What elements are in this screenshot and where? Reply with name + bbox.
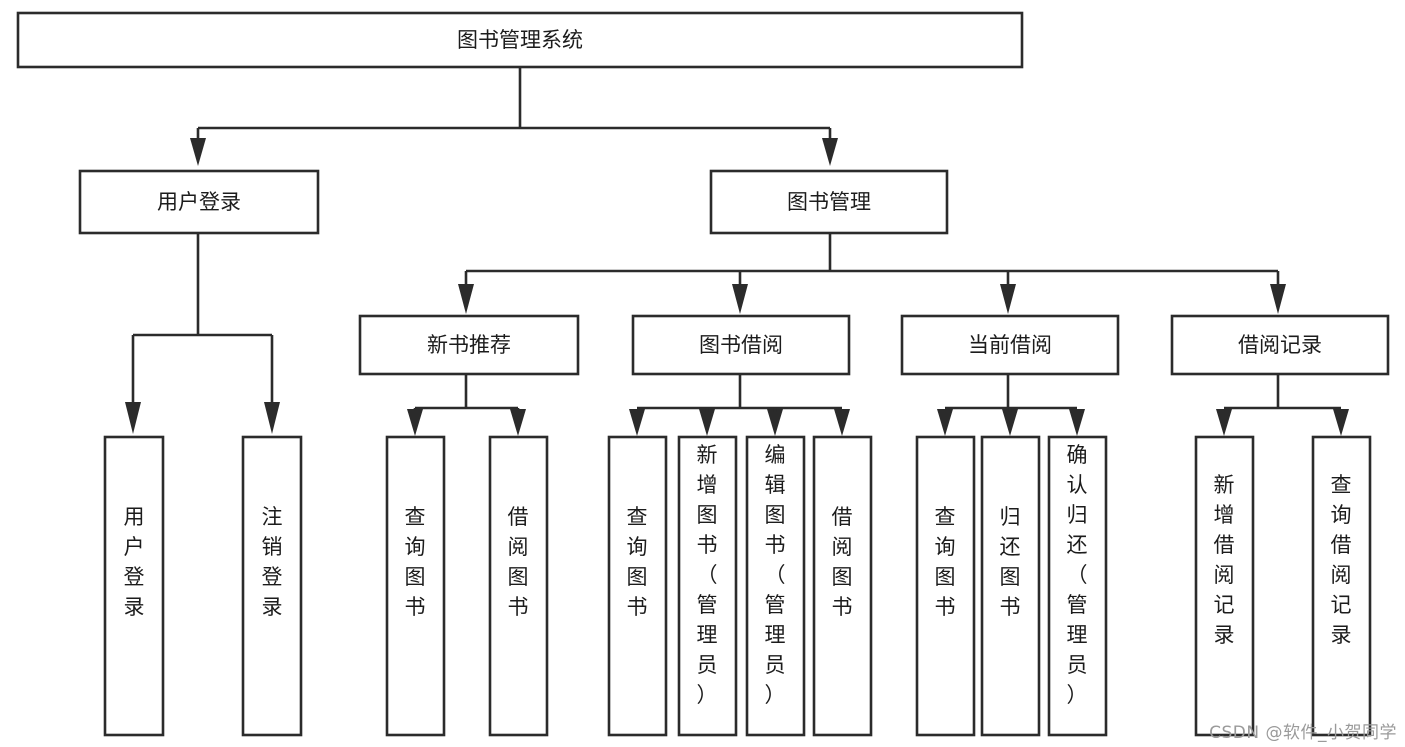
leaf-book-borrow-4-box[interactable]	[812, 435, 873, 737]
leaf-current-borrow-1-box[interactable]	[915, 435, 976, 737]
arrow-book-borrow-leaf1	[629, 409, 645, 436]
node-book-manage[interactable]: 图书管理	[709, 169, 949, 235]
leaf-new-book-2-label: 借阅图书	[508, 505, 529, 619]
node-borrow-record-box[interactable]	[1170, 314, 1390, 376]
leaf-current-borrow-1[interactable]: 查询图书	[915, 435, 976, 737]
arrow-to-borrow-record	[1270, 284, 1286, 314]
node-user-login-box[interactable]	[78, 169, 320, 235]
leaf-borrow-record-2-label: 查询借阅记录	[1331, 473, 1352, 647]
arrow-to-user-login	[190, 138, 206, 166]
node-root[interactable]: 图书管理系统	[16, 11, 1024, 69]
leaf-current-borrow-1-label: 查询图书	[935, 505, 956, 619]
node-user-login-label: 用户登录	[157, 190, 241, 214]
node-book-manage-label: 图书管理	[787, 190, 871, 214]
leaf-user-login-2-box[interactable]	[241, 435, 303, 737]
node-new-book-box[interactable]	[358, 314, 580, 376]
arrow-book-borrow-leaf4	[834, 409, 850, 436]
leaf-current-borrow-3-label: 确认归还（管理员）	[1067, 443, 1088, 707]
node-book-manage-box[interactable]	[709, 169, 949, 235]
leaf-book-borrow-4-label: 借阅图书	[832, 505, 853, 619]
leaf-borrow-record-1-box[interactable]	[1194, 435, 1255, 737]
leaf-user-login-1-box[interactable]	[103, 435, 165, 737]
leaf-book-borrow-3[interactable]: 编辑图书（管理员）	[745, 435, 806, 737]
leaf-book-borrow-1[interactable]: 查询图书	[607, 435, 668, 737]
leaf-current-borrow-2-box[interactable]	[980, 435, 1041, 737]
arrow-borrow-record-leaf2	[1333, 409, 1349, 436]
leaf-user-login-1-label: 用户登录	[124, 505, 145, 619]
leaf-book-borrow-3-box[interactable]	[745, 435, 806, 737]
node-root-box[interactable]	[16, 11, 1024, 69]
leaf-user-login-2[interactable]: 注销登录	[241, 435, 303, 737]
node-new-book-label: 新书推荐	[427, 333, 511, 357]
leaf-book-borrow-2-box[interactable]	[677, 435, 738, 737]
leaf-borrow-record-2-box[interactable]	[1311, 435, 1372, 737]
leaf-book-borrow-2[interactable]: 新增图书（管理员）	[677, 435, 738, 737]
leaf-book-borrow-1-box[interactable]	[607, 435, 668, 737]
leaf-user-login-1[interactable]: 用户登录	[103, 435, 165, 737]
arrow-current-borrow-leaf1	[937, 409, 953, 436]
leaf-current-borrow-3-box[interactable]	[1047, 435, 1108, 737]
node-new-book[interactable]: 新书推荐	[358, 314, 580, 376]
leaf-new-book-1[interactable]: 查询图书	[385, 435, 446, 737]
node-book-borrow-label: 图书借阅	[699, 333, 783, 357]
arrow-current-borrow-leaf3	[1069, 409, 1085, 436]
arrow-to-current-borrow	[1000, 284, 1016, 314]
arrow-to-book-manage	[822, 138, 838, 166]
node-borrow-record[interactable]: 借阅记录	[1170, 314, 1390, 376]
leaf-current-borrow-3[interactable]: 确认归还（管理员）	[1047, 435, 1108, 737]
leaf-borrow-record-1[interactable]: 新增借阅记录	[1194, 435, 1255, 737]
connector-layer	[125, 67, 1349, 436]
node-current-borrow-box[interactable]	[900, 314, 1120, 376]
arrow-book-borrow-leaf2	[699, 409, 715, 436]
arrow-to-book-borrow	[732, 284, 748, 314]
leaf-current-borrow-2-label: 归还图书	[1000, 505, 1021, 619]
leaf-new-book-2[interactable]: 借阅图书	[488, 435, 549, 737]
node-borrow-record-label: 借阅记录	[1238, 333, 1322, 357]
leaf-book-borrow-2-label: 新增图书（管理员）	[697, 443, 718, 707]
node-book-borrow-box[interactable]	[631, 314, 851, 376]
node-root-label: 图书管理系统	[457, 28, 583, 52]
arrow-new-book-leaf1	[407, 409, 423, 436]
arrow-current-borrow-leaf2	[1002, 409, 1018, 436]
arrow-new-book-leaf2	[510, 409, 526, 436]
leaf-new-book-1-label: 查询图书	[405, 505, 426, 619]
leaf-new-book-1-box[interactable]	[385, 435, 446, 737]
arrow-user-login-leaf1	[125, 402, 141, 434]
leaf-borrow-record-2[interactable]: 查询借阅记录	[1311, 435, 1372, 737]
node-current-borrow-label: 当前借阅	[968, 333, 1052, 357]
arrow-user-login-leaf2	[264, 402, 280, 434]
arrow-to-new-book	[458, 284, 474, 314]
leaf-book-borrow-4[interactable]: 借阅图书	[812, 435, 873, 737]
node-book-borrow[interactable]: 图书借阅	[631, 314, 851, 376]
leaf-new-book-2-box[interactable]	[488, 435, 549, 737]
leaf-book-borrow-1-label: 查询图书	[627, 505, 648, 619]
node-user-login[interactable]: 用户登录	[78, 169, 320, 235]
leaf-book-borrow-3-label: 编辑图书（管理员）	[765, 443, 786, 707]
leaf-borrow-record-1-label: 新增借阅记录	[1214, 473, 1235, 647]
leaf-user-login-2-label: 注销登录	[262, 505, 283, 619]
arrow-borrow-record-leaf1	[1216, 409, 1232, 436]
node-current-borrow[interactable]: 当前借阅	[900, 314, 1120, 376]
arrow-book-borrow-leaf3	[767, 409, 783, 436]
leaf-current-borrow-2[interactable]: 归还图书	[980, 435, 1041, 737]
